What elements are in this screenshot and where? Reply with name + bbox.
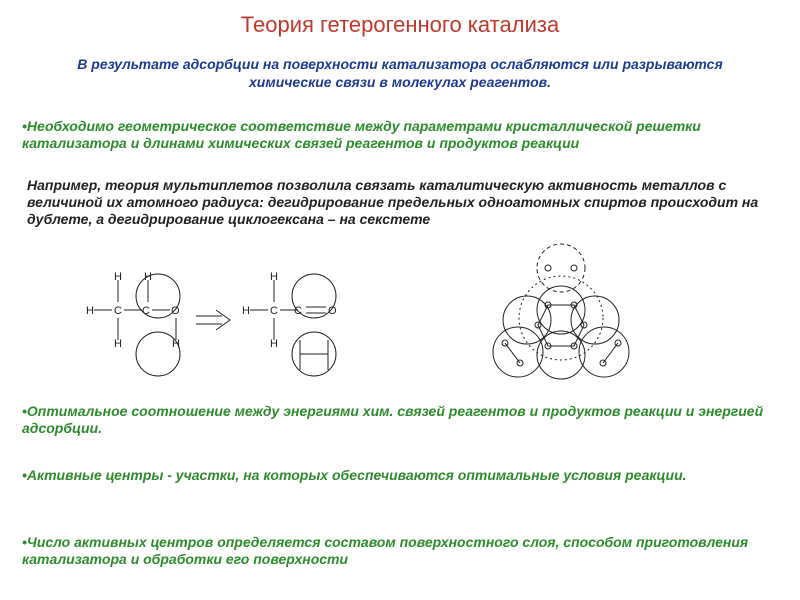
- atom-h-bottom1: H: [114, 338, 122, 350]
- atom-c1: C: [114, 305, 122, 317]
- doublet-reactant: H C C O H H H H: [86, 271, 181, 377]
- product-atom-c1: C: [270, 305, 278, 317]
- sextet-diagram: [492, 243, 630, 380]
- doublet-atom-bottom: [135, 331, 181, 377]
- bullet-active-centers: •Активные центры - участки, на которых о…: [22, 467, 687, 483]
- doublet-atom-top: [135, 273, 181, 319]
- sextet-circle-2: [502, 295, 552, 345]
- atom-h-top1: H: [114, 271, 122, 283]
- atom-h-bottom2: H: [172, 338, 180, 350]
- product-atom-top: [291, 273, 337, 319]
- atom-h-top2: H: [144, 271, 152, 283]
- product-atom-h-left: H: [242, 305, 250, 317]
- reaction-arrow: [196, 309, 231, 331]
- product-atom-h-bottom: H: [270, 338, 278, 350]
- sextet-circle-5: [492, 326, 544, 378]
- atom-o: O: [171, 305, 180, 317]
- sextet-outline: [518, 275, 604, 361]
- doublet-product: H C C O H H: [242, 271, 337, 377]
- slide-title: Теория гетерогенного катализа: [240, 12, 560, 37]
- product-atom-o: O: [328, 305, 337, 317]
- atom-h-left: H: [86, 305, 94, 317]
- sextet-circle-6: [536, 330, 586, 380]
- sextet-circle-4: [570, 295, 620, 345]
- product-atom-c2: C: [294, 305, 302, 317]
- atom-c2: C: [142, 305, 150, 317]
- bullet-energy-ratio: •Оптимальное соотношение между энергиями…: [22, 403, 764, 436]
- sextet-circle-7: [578, 326, 630, 378]
- example-multiplet-theory: Например, теория мультиплетов позволила …: [27, 177, 759, 227]
- product-atom-bottom: [291, 331, 337, 377]
- product-atom-h-top: H: [270, 271, 278, 283]
- sextet-top-circle: [536, 243, 586, 293]
- sextet-circle-3: [536, 285, 586, 335]
- slide-subtitle: В результате адсорбции на поверхности ка…: [77, 56, 723, 90]
- bullet-geometric-correspondence: •Необходимо геометрическое соответствие …: [22, 118, 701, 151]
- cyclohexane-ring: [537, 304, 585, 347]
- bullet-active-center-count: •Число активных центров определяется сос…: [22, 534, 749, 567]
